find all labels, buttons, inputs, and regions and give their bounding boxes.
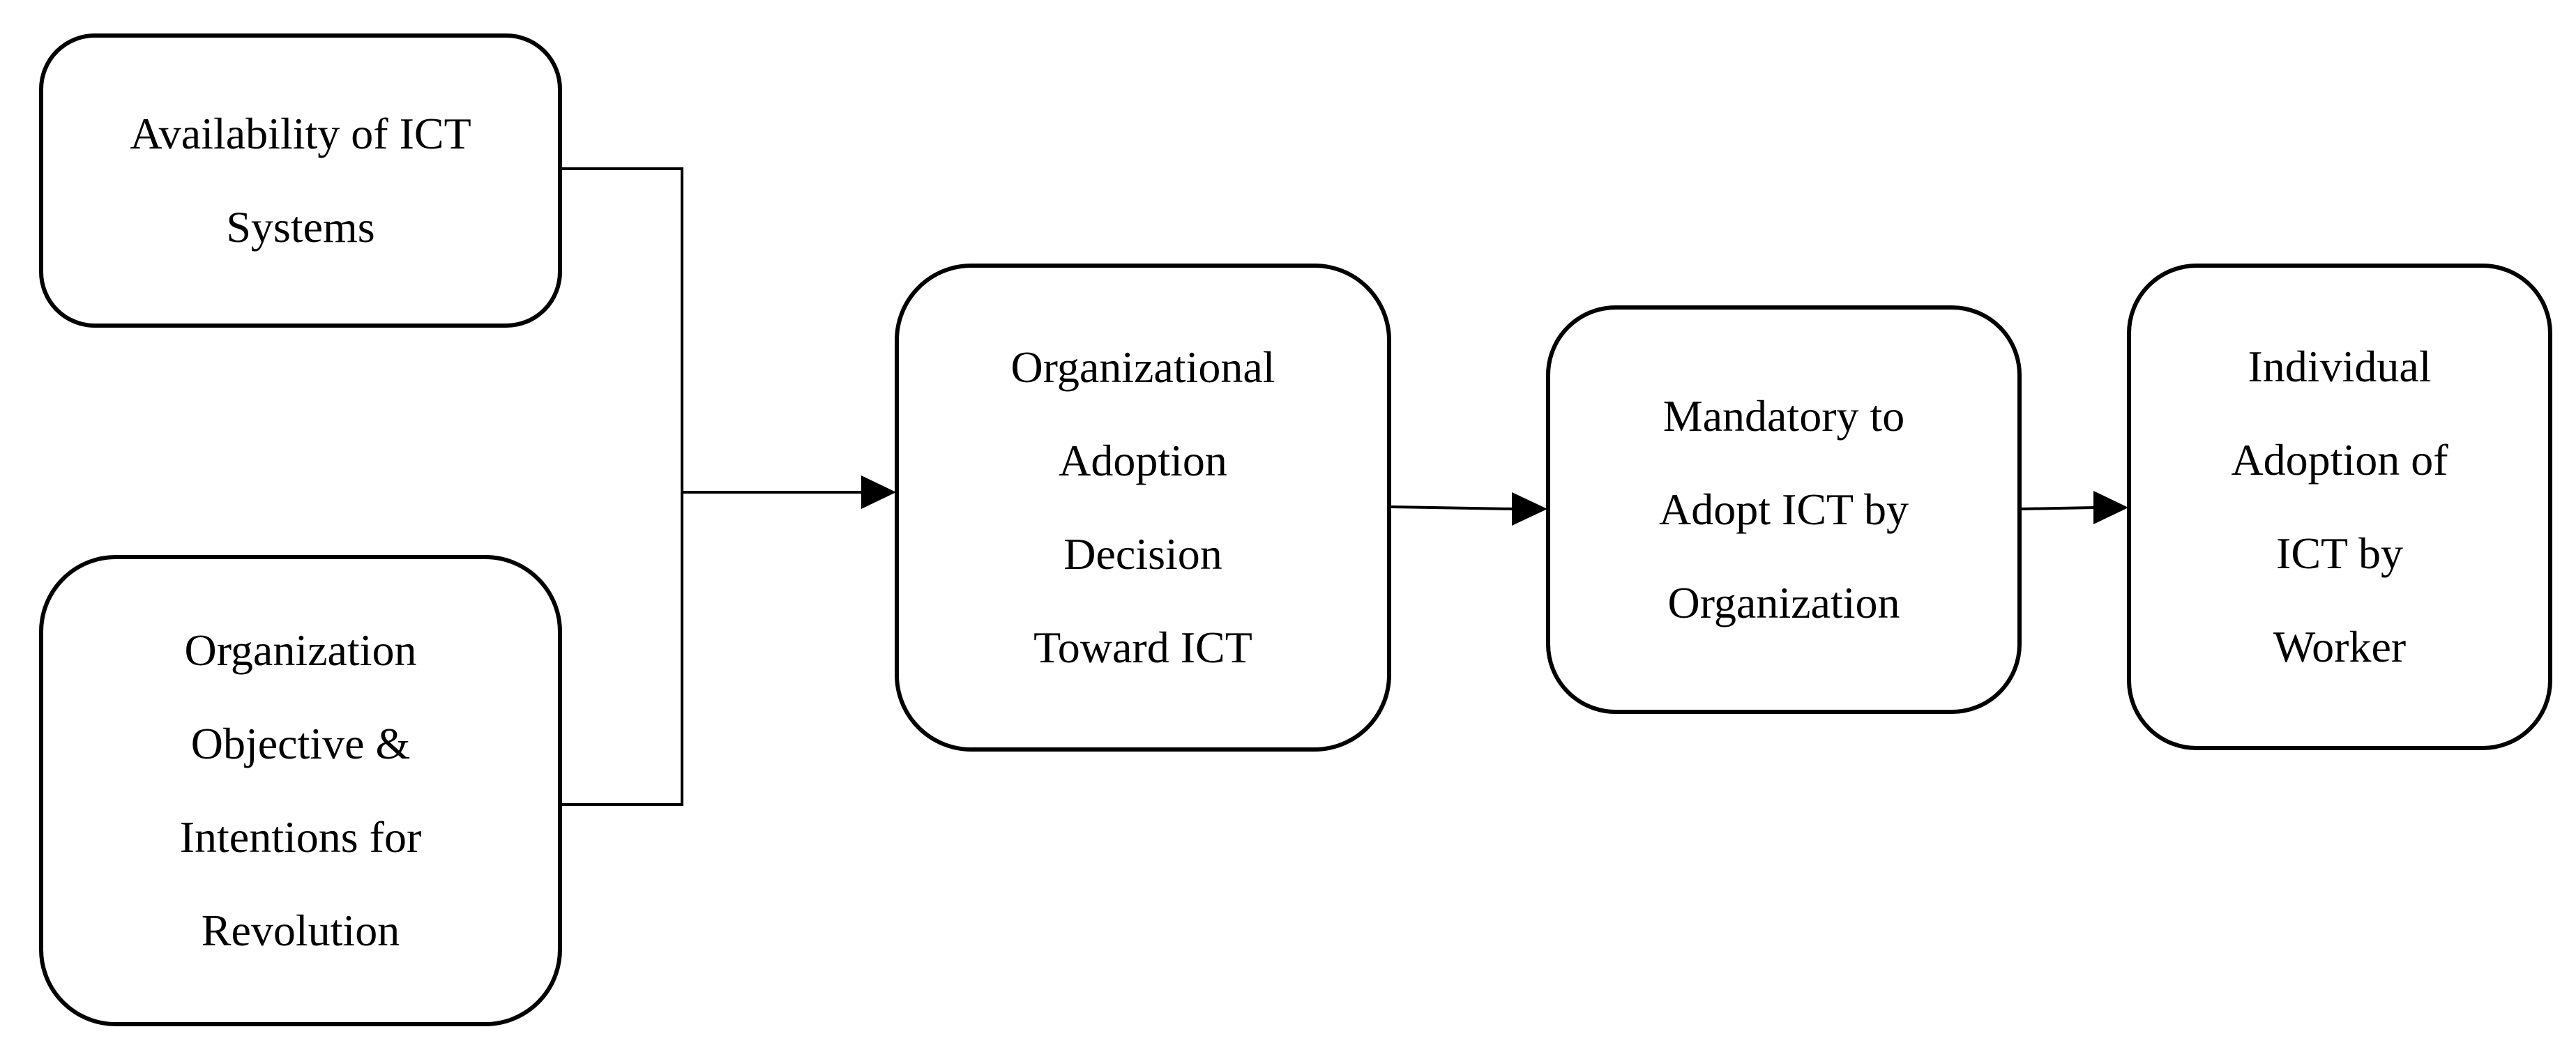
- org-adoption-line-2: Adoption: [1059, 436, 1227, 485]
- mandatory-to-adopt-ict-box: Mandatory to Adopt ICT by Organization: [1546, 305, 2022, 714]
- objective-line-1: Organization: [184, 625, 417, 675]
- individual-line-1: Individual: [2248, 342, 2432, 391]
- arrow-to-individual-head: [2093, 491, 2128, 524]
- organization-objective-label: Organization Objective & Intentions for …: [180, 604, 422, 977]
- availability-of-ict-systems-box: Availability of ICT Systems: [39, 33, 562, 328]
- individual-adoption-box: Individual Adoption of ICT by Worker: [2127, 264, 2552, 750]
- organizational-adoption-decision-label: Organizational Adoption Decision Toward …: [1010, 321, 1275, 694]
- availability-line-2: Systems: [226, 202, 375, 252]
- org-adoption-line-1: Organizational: [1010, 342, 1275, 392]
- arrow-to-org-adoption-head: [861, 475, 896, 509]
- objective-line-3: Intentions for: [179, 812, 422, 862]
- objective-line-2: Objective &: [190, 719, 411, 768]
- organizational-adoption-decision-box: Organizational Adoption Decision Toward …: [895, 264, 1391, 752]
- availability-of-ict-systems-label: Availability of ICT Systems: [130, 87, 471, 274]
- arrow-to-mandatory-line: [1391, 505, 1514, 510]
- availability-line-1: Availability of ICT: [130, 109, 471, 158]
- arrow-to-mandatory-head: [1512, 492, 1547, 526]
- objective-line-4: Revolution: [201, 906, 400, 955]
- individual-line-3: ICT by: [2276, 528, 2403, 578]
- individual-adoption-label: Individual Adoption of ICT by Worker: [2231, 320, 2448, 694]
- organization-objective-box: Organization Objective & Intentions for …: [39, 555, 562, 1026]
- individual-line-2: Adoption of: [2231, 435, 2448, 485]
- bracket-connector: [562, 167, 683, 806]
- org-adoption-line-4: Toward ICT: [1033, 623, 1252, 672]
- mandatory-line-1: Mandatory to: [1662, 391, 1905, 441]
- arrow-to-individual-line: [2021, 506, 2096, 510]
- mandatory-line-3: Organization: [1667, 578, 1900, 627]
- mandatory-line-2: Adopt ICT by: [1659, 485, 1909, 534]
- mandatory-to-adopt-ict-label: Mandatory to Adopt ICT by Organization: [1659, 370, 1909, 650]
- org-adoption-line-3: Decision: [1063, 529, 1222, 579]
- individual-line-4: Worker: [2273, 622, 2407, 671]
